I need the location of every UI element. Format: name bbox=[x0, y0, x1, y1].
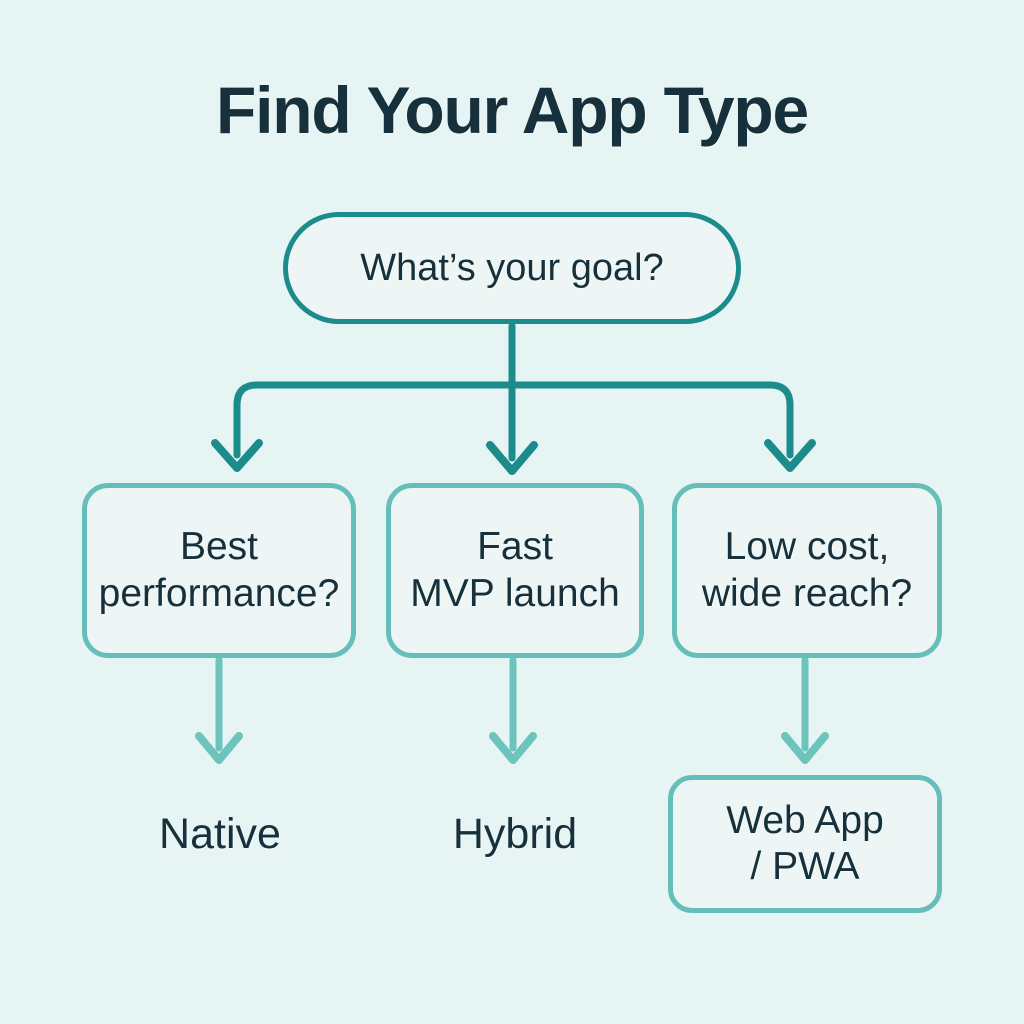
node-outcome-web-app-pwa[interactable]: Web App / PWA bbox=[668, 775, 942, 913]
arrowhead-root-to-d2 bbox=[486, 441, 538, 475]
arrowhead-d2-to-out2 bbox=[489, 732, 537, 764]
node-outcome-hybrid[interactable]: Hybrid bbox=[452, 810, 578, 858]
node-decision-fast-mvp-launch[interactable]: Fast MVP launch bbox=[386, 483, 644, 658]
node-outcome-native[interactable]: Native bbox=[159, 810, 281, 858]
node-root-question[interactable]: What’s your goal? bbox=[283, 212, 741, 324]
arrowhead-root-to-d1 bbox=[211, 439, 263, 472]
page-title: Find Your App Type bbox=[216, 73, 809, 147]
arrowhead-d1-to-out1 bbox=[195, 732, 243, 764]
node-decision-low-cost-wide-reach[interactable]: Low cost, wide reach? bbox=[672, 483, 942, 658]
node-decision-best-performance[interactable]: Best performance? bbox=[82, 483, 356, 658]
edge-root-to-d3 bbox=[508, 381, 794, 459]
arrowhead-root-to-d3 bbox=[764, 439, 816, 472]
edge-root-to-d1 bbox=[233, 381, 516, 459]
arrowhead-d3-to-out3 bbox=[781, 732, 829, 764]
